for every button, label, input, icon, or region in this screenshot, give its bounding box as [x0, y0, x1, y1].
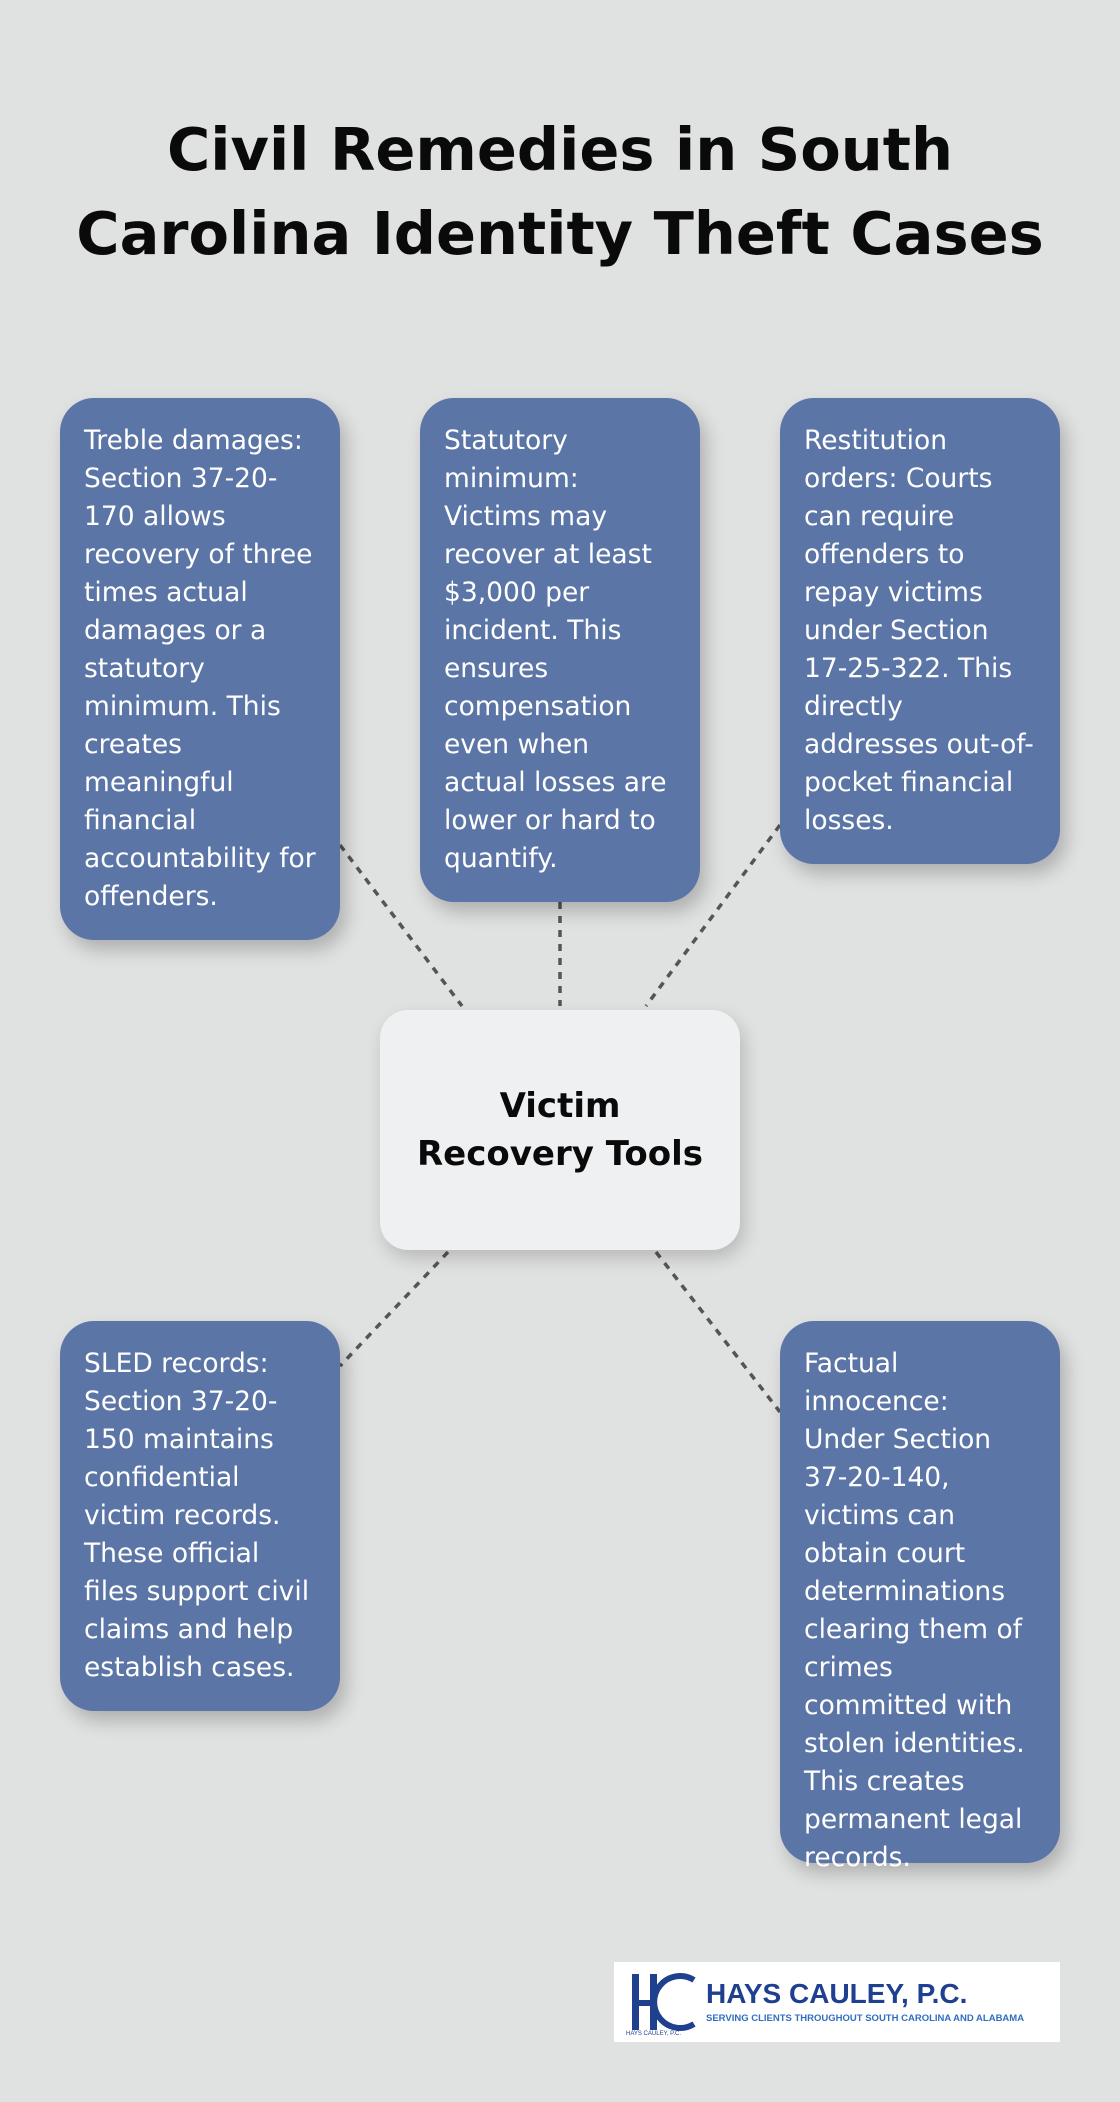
connector-factual [654, 1250, 782, 1414]
logo-tagline: SERVING CLIENTS THROUGHOUT SOUTH CAROLIN… [706, 2013, 1025, 2024]
card-restitution-orders: Restitution orders: Courts can require o… [780, 398, 1060, 864]
card-statutory-minimum: Statutory minimum: Victims may recover a… [420, 398, 700, 902]
card-factual-innocence: Factual innocence: Under Section 37-20-1… [780, 1321, 1060, 1873]
page-title: Civil Remedies in South Carolina Identit… [76, 115, 1044, 268]
center-label: Victim Recovery Tools [416, 1086, 704, 1174]
company-logo: HAYS CAULEY, P.C. SERVING CLIENTS THROUG… [614, 1962, 1060, 2042]
logo-small-text: HAYS CAULEY, P.C. [626, 2031, 682, 2037]
card-treble-damages: Treble damages: Section 37-20-170 allows… [60, 398, 340, 940]
center-node: Victim Recovery Tools [380, 1010, 740, 1250]
card-sled-records: SLED records: Section 37-20-150 maintain… [60, 1321, 340, 1711]
logo-firm-name: HAYS CAULEY, P.C. [706, 1978, 968, 2009]
connector-treble [338, 843, 464, 1008]
connector-sled [338, 1250, 450, 1368]
connector-restitution [644, 823, 782, 1008]
hc-monogram-icon [632, 1973, 696, 2031]
